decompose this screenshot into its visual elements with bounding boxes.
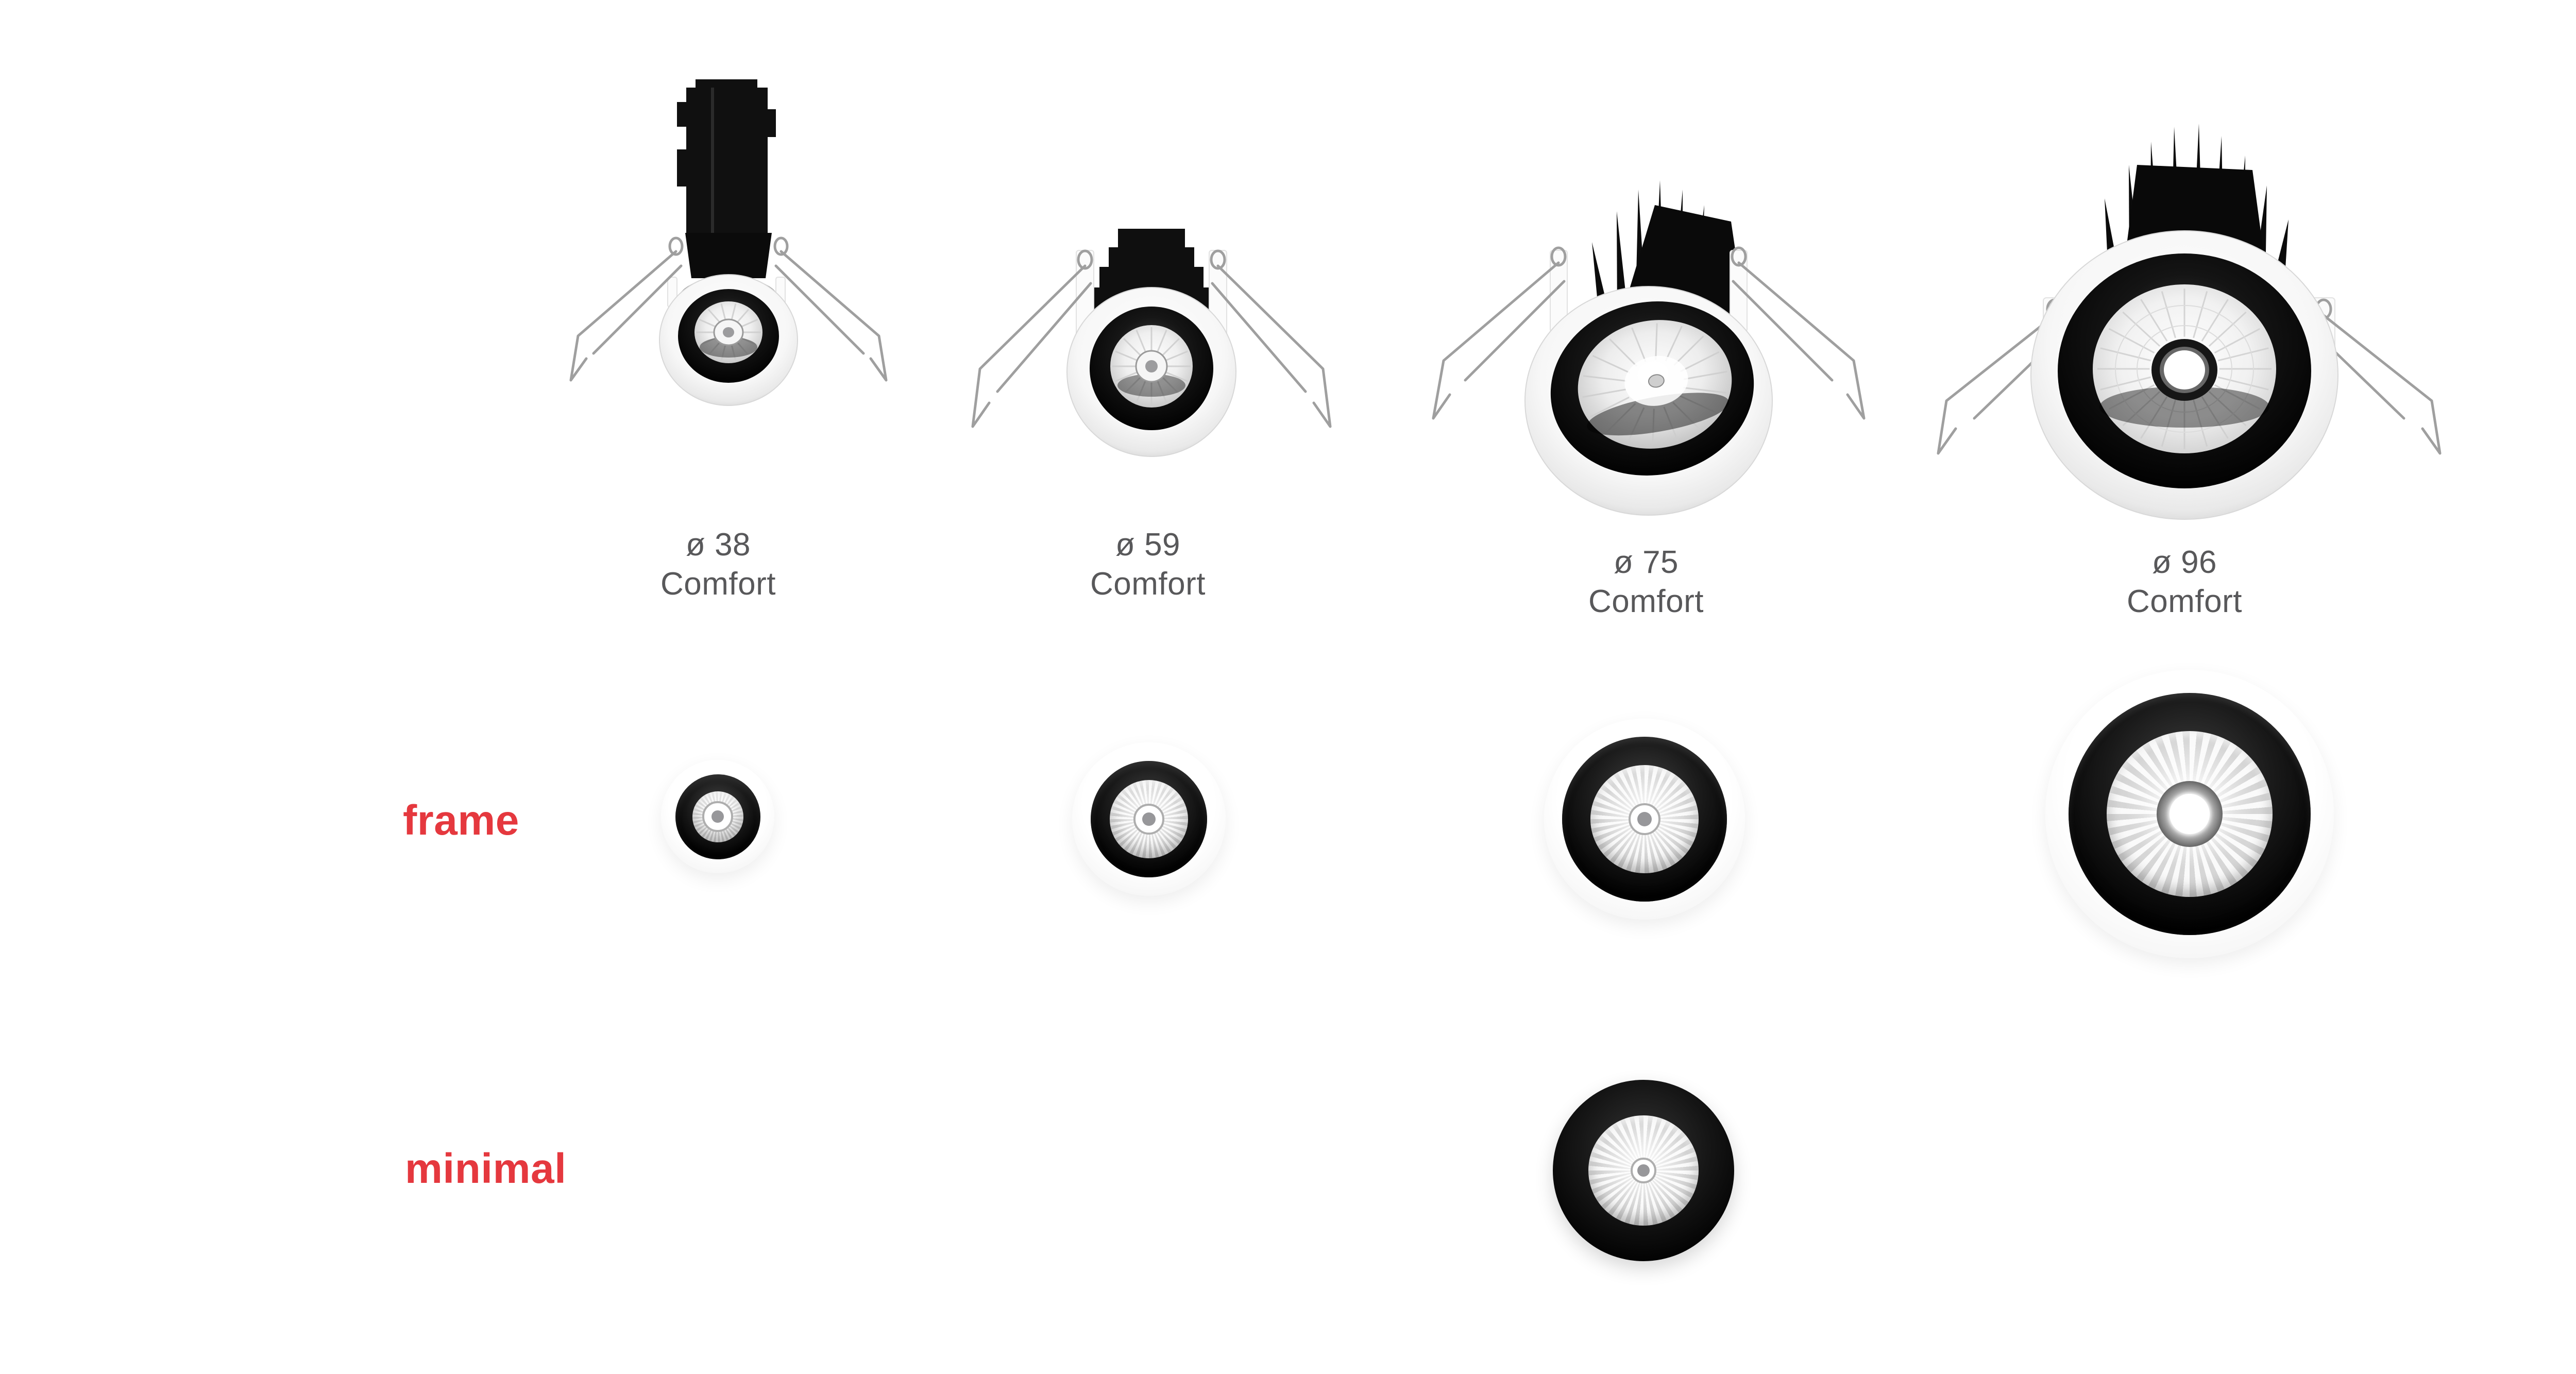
- diameter-label: ø 38: [685, 527, 751, 563]
- led-center-dot: [1637, 811, 1652, 827]
- column-label-o75: ø 75 Comfort: [1512, 543, 1780, 621]
- mounting-springs-icon: [1432, 246, 1866, 420]
- product-render-o75-frame-front: [1544, 719, 1745, 920]
- led-glow: [2169, 793, 2210, 835]
- product-render-o96-perspective: [1937, 124, 2442, 520]
- product-render-o75-minimal-front: [1553, 1080, 1734, 1261]
- series-label: Comfort: [2127, 584, 2242, 619]
- diameter-label: ø 59: [1115, 527, 1181, 563]
- driver-box-icon: [677, 79, 776, 233]
- product-render-o38-frame-front: [661, 760, 774, 873]
- row-label-minimal: minimal: [405, 1145, 567, 1192]
- lamp-body: [685, 233, 772, 278]
- led-center-dot: [1637, 1164, 1650, 1177]
- mounting-springs-icon: [569, 236, 888, 382]
- column-label-o96: ø 96 Comfort: [2050, 543, 2318, 621]
- led-center: [1631, 1158, 1656, 1183]
- product-render-o96-frame-front: [2045, 670, 2334, 958]
- led-center-dot: [711, 810, 724, 823]
- led-center-dot: [1142, 812, 1156, 826]
- product-render-o38-perspective: [569, 79, 888, 406]
- product-render-o59-frame-front: [1072, 742, 1226, 896]
- product-render-o59-perspective: [971, 229, 1332, 457]
- series-label: Comfort: [660, 566, 776, 602]
- mounting-springs-icon: [971, 249, 1332, 428]
- row-label-frame: frame: [403, 797, 519, 844]
- led-center: [702, 801, 733, 832]
- diameter-label: ø 96: [2151, 545, 2217, 580]
- product-render-o75-perspective: [1432, 180, 1866, 516]
- series-label: Comfort: [1588, 584, 1704, 619]
- diameter-label: ø 75: [1613, 545, 1679, 580]
- series-label: Comfort: [1090, 566, 1206, 602]
